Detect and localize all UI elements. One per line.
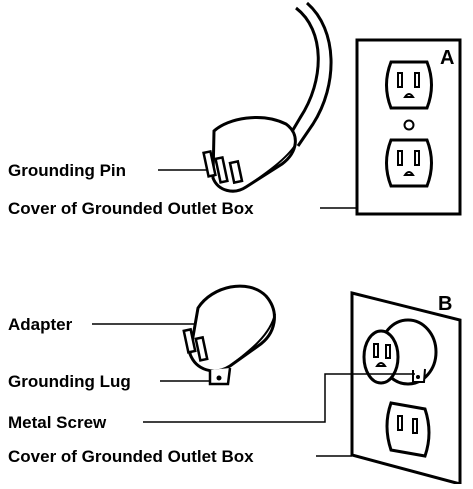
panel-letter-b: B [438, 293, 452, 315]
outlet-cover-a [355, 38, 462, 216]
grounding-lug [208, 367, 232, 386]
adapter-prongs [182, 327, 209, 362]
figure-b: B Adapter Grounding Lug Metal Screw Cove… [8, 284, 462, 486]
label-grounding-lug: Grounding Lug [8, 372, 131, 391]
leader-metal-screw [143, 373, 415, 423]
receptacle-upper [385, 60, 433, 110]
figure-a: A Grounding Pin Cover of Grounded Outlet… [8, 1, 462, 218]
receptacle-lower [385, 138, 433, 188]
plugged-adapter [362, 318, 438, 386]
cover-screw-a [403, 119, 415, 131]
panel-letter-a: A [440, 47, 454, 69]
plug-prongs [202, 149, 244, 185]
label-outlet-cover-a: Cover of Grounded Outlet Box [8, 199, 254, 218]
power-cord [285, 1, 333, 147]
adapter [182, 284, 276, 386]
outlet-cover-b [350, 291, 462, 486]
label-adapter: Adapter [8, 315, 73, 334]
label-grounding-pin: Grounding Pin [8, 161, 126, 180]
three-prong-plug [202, 116, 297, 193]
receptacle-b-lower [385, 401, 431, 458]
label-metal-screw: Metal Screw [8, 413, 107, 432]
label-outlet-cover-b: Cover of Grounded Outlet Box [8, 447, 254, 466]
